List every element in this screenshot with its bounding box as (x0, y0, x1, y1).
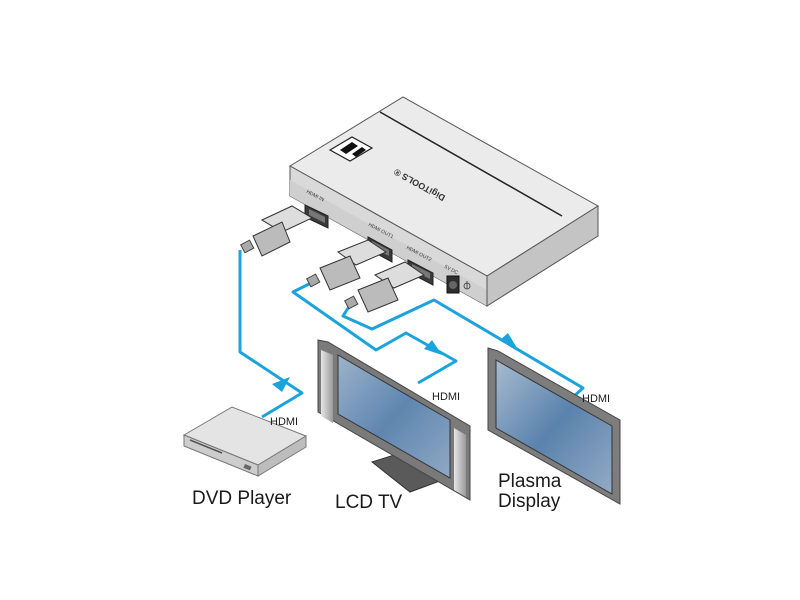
hdmi-splitter-device (289, 96, 599, 307)
hdmi-plug-in (240, 205, 314, 257)
device-front-face-lower (290, 180, 487, 306)
hdmi-in-port[interactable] (304, 204, 329, 229)
lcd-screen[interactable] (337, 354, 451, 479)
arrow-lcd-cable (424, 340, 442, 355)
cable-out1-to-lcd[interactable] (291, 281, 458, 385)
arrow-plasma-cable (500, 333, 517, 348)
power-port[interactable] (446, 275, 460, 294)
arrow-up-dvd-cable (272, 377, 290, 392)
dvd-hdmi-label: HDMI (270, 416, 299, 428)
lcd-tv-label: LCD TV (335, 492, 403, 513)
lcd-speaker-right (454, 428, 466, 497)
lcd-speaker-left (321, 350, 333, 423)
hdmi-plug-out2 (344, 261, 426, 313)
dvd-player-label: DVD Player (192, 488, 292, 509)
plasma-screen[interactable] (495, 359, 613, 495)
cable-dvd-to-hdmi-in[interactable] (238, 250, 304, 419)
plasma-label-line1: Plasma (498, 471, 562, 492)
lcd-hdmi-label: HDMI (432, 391, 461, 403)
dvd-player (182, 406, 308, 477)
plasma-hdmi-label: HDMI (582, 393, 611, 405)
lcd-tv (317, 339, 471, 501)
ground-icon (463, 281, 471, 290)
plasma-display (487, 347, 621, 505)
cables (238, 250, 585, 419)
device-side-face (486, 205, 599, 307)
hdmi-plug-out1 (306, 239, 388, 291)
cable-out2-to-plasma[interactable] (341, 298, 585, 400)
plasma-label-line2: Display (498, 491, 561, 512)
device-top-groove (379, 111, 563, 217)
kramer-logo (328, 136, 374, 162)
